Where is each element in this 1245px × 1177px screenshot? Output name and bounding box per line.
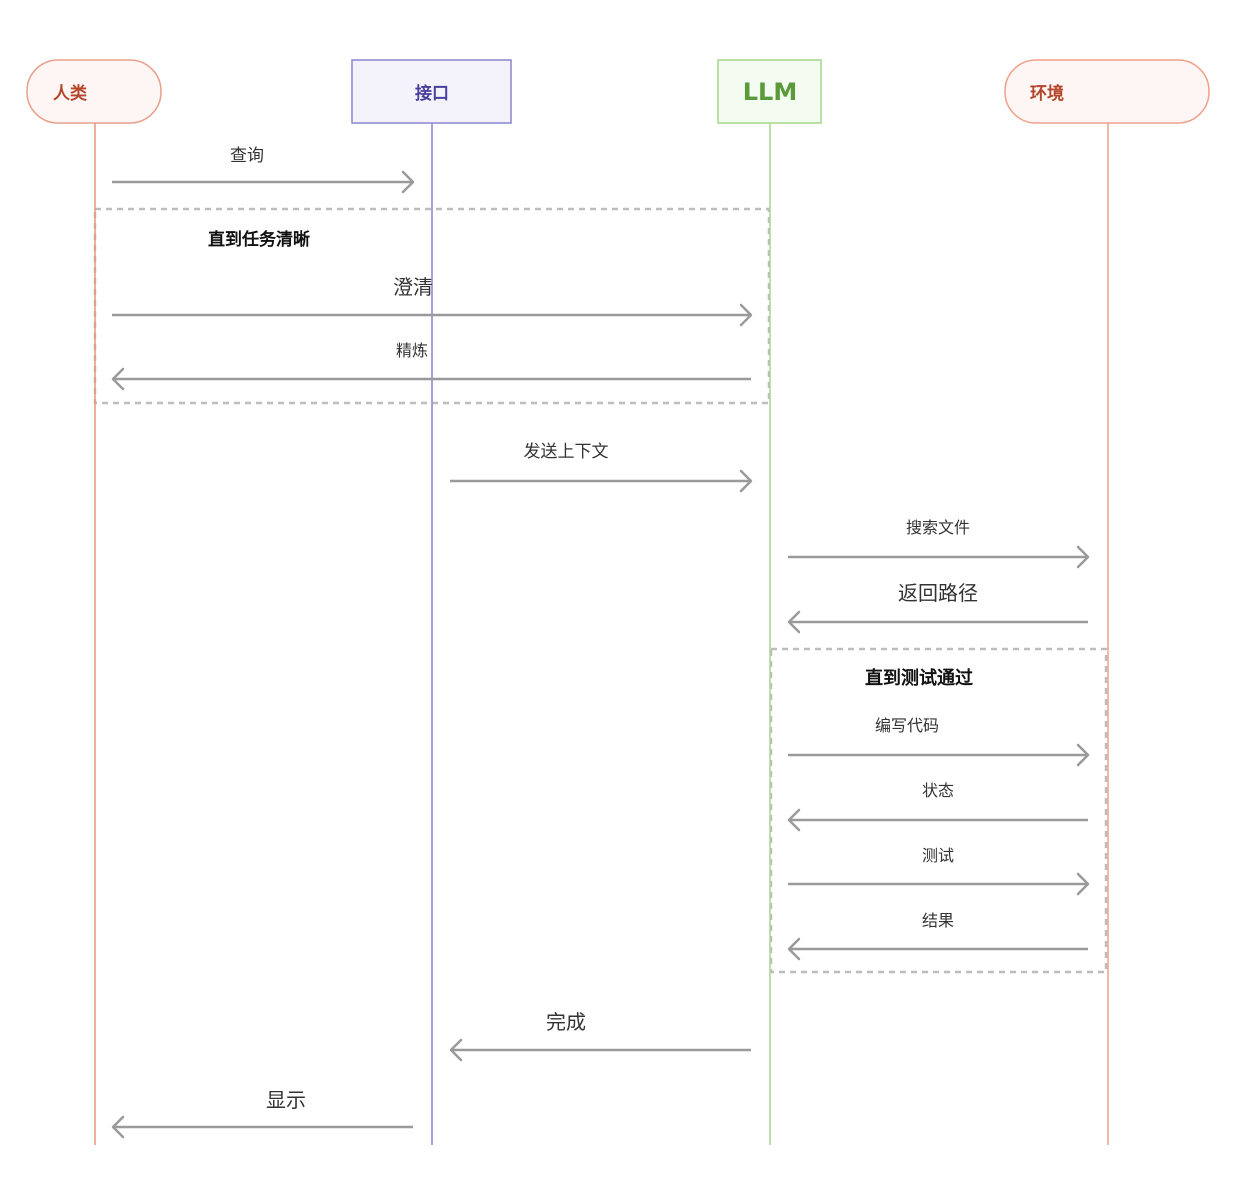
- actor-human: 人类: [26, 59, 162, 124]
- message-status-label: 状态: [922, 781, 954, 800]
- actor-env-label: 环境: [1030, 83, 1064, 104]
- message-query-label: 查询: [230, 146, 264, 166]
- message-search-files-label: 搜索文件: [906, 518, 970, 537]
- message-result-label: 结果: [922, 911, 954, 930]
- message-status: 状态: [787, 781, 1088, 832]
- actor-human-label: 人类: [53, 83, 88, 104]
- loop-box-test: [769, 647, 1108, 974]
- message-return-path-label: 返回路径: [898, 581, 978, 605]
- message-result: 结果: [787, 911, 1088, 961]
- message-display: 显示: [111, 1088, 413, 1139]
- actor-env: 环境: [1004, 59, 1210, 124]
- loop-label-clarify: 直到任务清晰: [208, 229, 310, 250]
- message-write-code-label: 编写代码: [875, 716, 939, 735]
- message-done: 完成: [449, 1010, 751, 1062]
- actor-interface-label: 接口: [415, 83, 449, 104]
- loop-label-test: 直到测试通过: [865, 667, 973, 689]
- message-send-context: 发送上下文: [450, 442, 753, 493]
- message-search-files: 搜索文件: [788, 518, 1090, 569]
- message-refine-label: 精炼: [396, 341, 428, 360]
- message-query: 查询: [112, 146, 415, 194]
- message-refine: 精炼: [111, 341, 751, 391]
- message-test-label: 测试: [922, 846, 954, 865]
- actor-llm: LLM: [717, 59, 822, 124]
- message-write-code: 编写代码: [788, 716, 1090, 767]
- message-send-context-label: 发送上下文: [524, 442, 609, 462]
- message-clarify: 澄清: [112, 275, 753, 327]
- message-clarify-label: 澄清: [393, 275, 433, 299]
- actor-llm-label: LLM: [743, 78, 797, 106]
- message-return-path: 返回路径: [787, 581, 1088, 634]
- actor-interface: 接口: [351, 59, 512, 124]
- message-test: 测试: [788, 846, 1090, 896]
- message-done-label: 完成: [546, 1010, 586, 1034]
- message-display-label: 显示: [266, 1088, 306, 1112]
